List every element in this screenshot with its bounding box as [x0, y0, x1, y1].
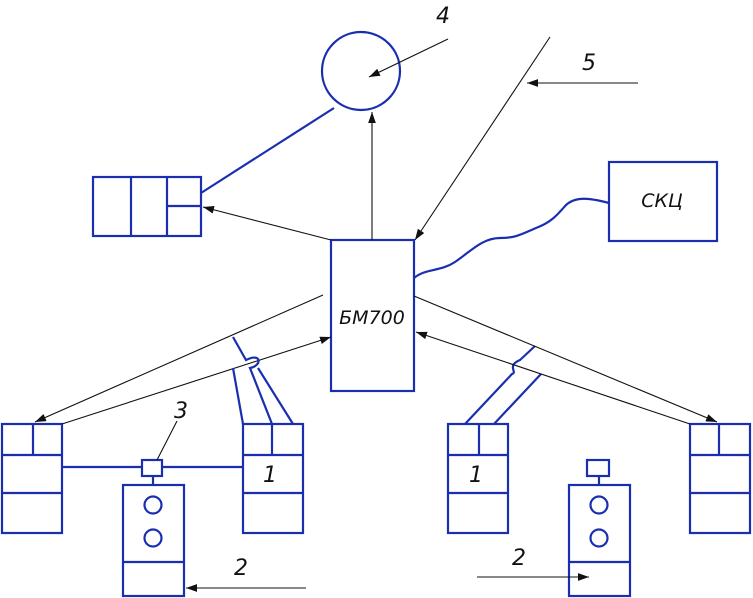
- control-unit-box: [607, 160, 719, 243]
- callout-2-right: 2: [512, 546, 526, 571]
- left-block-1: [241, 422, 305, 535]
- left-block-1-cable-outer: [231, 367, 245, 425]
- signal-line-5: [414, 36, 551, 241]
- right-block-1-cable: [464, 345, 536, 425]
- signal-circle: [320, 30, 402, 112]
- arrow-main-to-far-right: [413, 295, 718, 423]
- arrow-far-right-to-main: [415, 331, 691, 425]
- main-to-control-cable: [413, 197, 610, 279]
- arrow-far-left-to-main: [61, 336, 332, 425]
- left-block-1-cable-upper: [257, 367, 294, 425]
- callout-1-right: 1: [469, 463, 483, 488]
- left-device: [121, 476, 186, 598]
- top-left-block: [91, 175, 203, 238]
- block-to-circle-link: [200, 107, 335, 194]
- callout-3: 3: [174, 399, 188, 424]
- far-left-block: [0, 422, 64, 535]
- callout-1-left: 1: [263, 463, 277, 488]
- arrow-main-to-far-left: [34, 294, 324, 423]
- main-unit-label: БМ700: [339, 307, 405, 329]
- leader-3: [156, 420, 178, 461]
- control-unit-label: СКЦ: [641, 190, 683, 212]
- right-device: [567, 458, 632, 598]
- arrow-main-to-top-left-block: [202, 206, 332, 241]
- right-block-1: [446, 422, 510, 535]
- left-block-1-cable: [232, 336, 274, 425]
- right-block-1-cable-outer: [493, 373, 542, 425]
- leader-4: [368, 38, 449, 78]
- callout-4: 4: [436, 4, 450, 29]
- callout-2-left: 2: [234, 556, 248, 581]
- callout-5: 5: [582, 51, 596, 76]
- junction-3: [140, 458, 164, 478]
- far-right-block: [688, 422, 752, 535]
